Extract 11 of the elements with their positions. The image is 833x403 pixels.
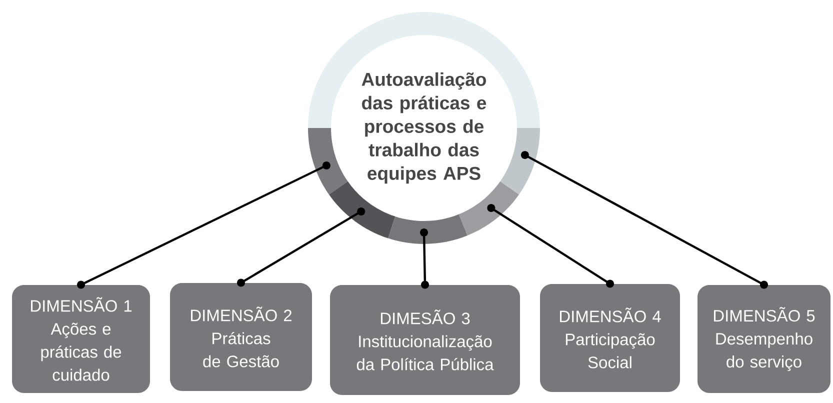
node-label: trabalho das equipes APS bbox=[368, 142, 480, 184]
dimension-box: DIMENSÃO 2 Práticas de Gestão bbox=[170, 282, 312, 391]
connector-line bbox=[420, 228, 429, 289]
dimension-box: DIMESÃO 3 Institucionalização da Política Pública bbox=[330, 284, 520, 395]
dimension-box: DIMENSÃO 5 Desempenho do serviço bbox=[698, 284, 830, 393]
dimension-box: DIMENSÃO 1 Ações e práticas de cuidado bbox=[12, 284, 150, 393]
connector-line bbox=[237, 207, 366, 287]
connector-line bbox=[77, 161, 330, 289]
dimension-box: DIMENSÃO 4 Participação Social bbox=[540, 284, 680, 392]
connector-line bbox=[520, 151, 768, 289]
connector-line bbox=[487, 204, 614, 288]
